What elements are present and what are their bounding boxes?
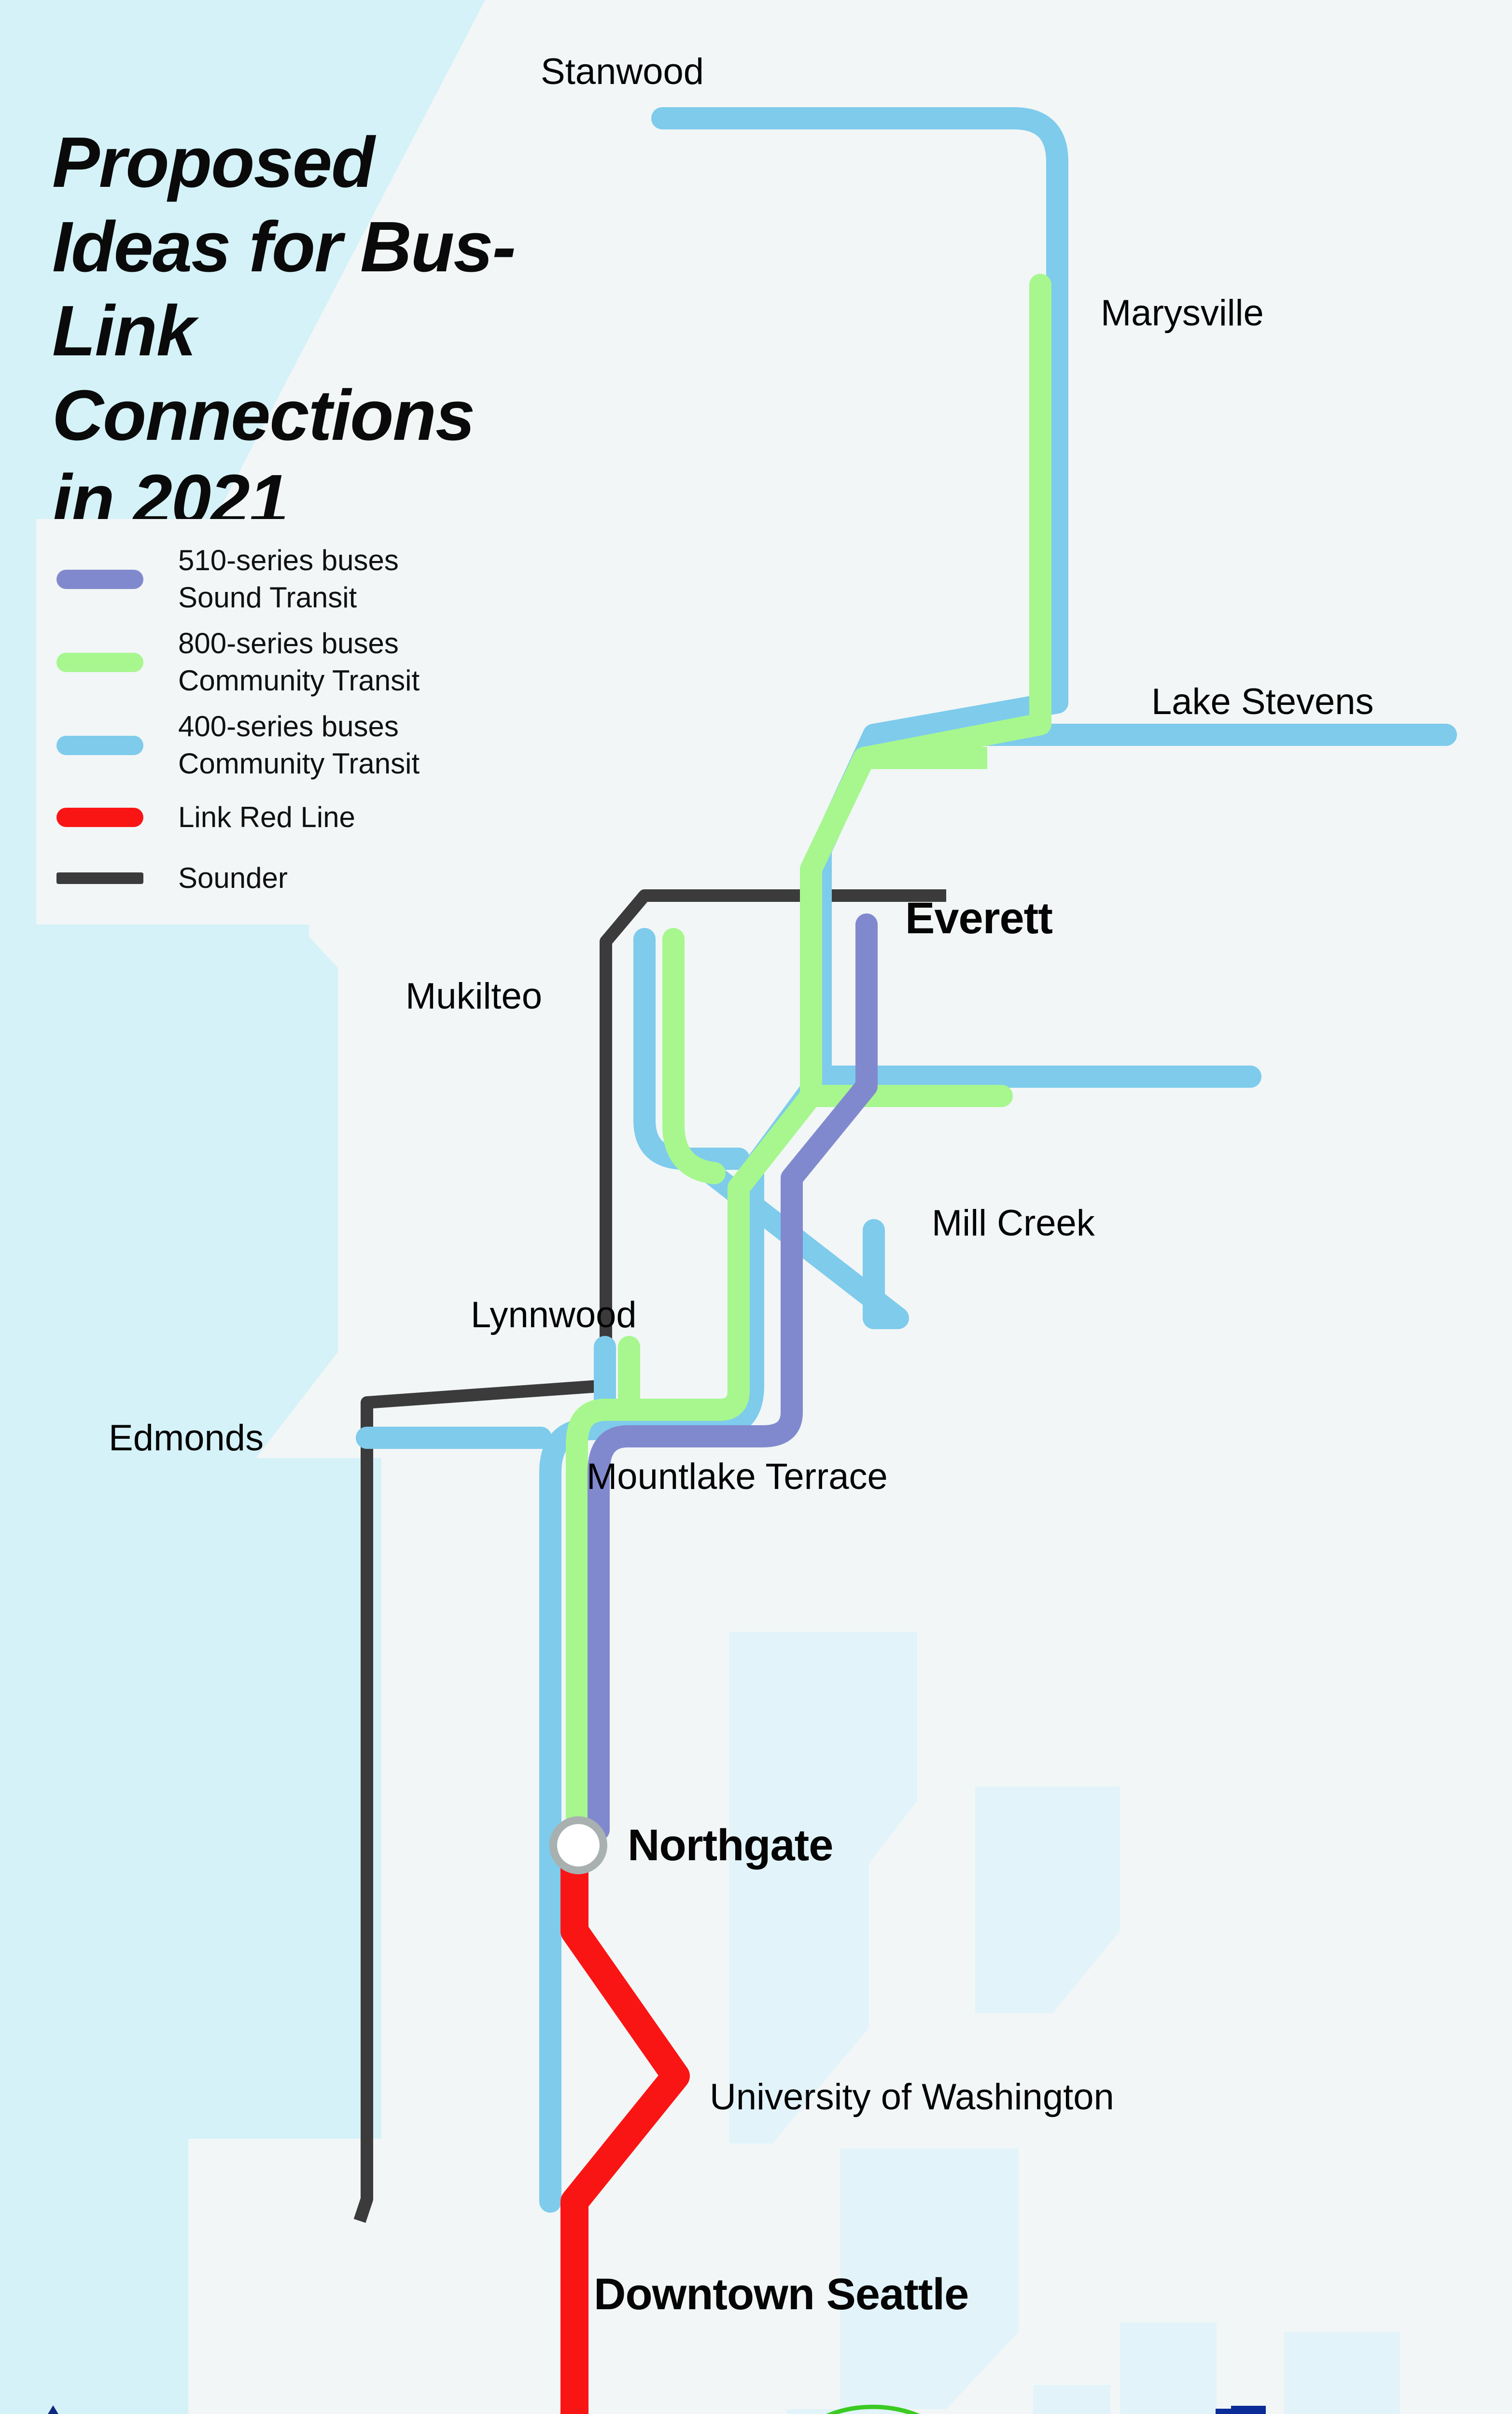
legend-item-400[interactable]: 400-series buses Community Transit	[56, 708, 420, 783]
legend-item-link[interactable]: Link Red Line	[56, 799, 355, 836]
legend-swatch-sounder	[56, 872, 143, 884]
legend-swatch-510	[56, 569, 143, 589]
community-transit-logo[interactable]: communitytransit	[792, 2395, 1168, 2414]
water-lower-lobe	[0, 2076, 145, 2414]
legend-swatch-400	[56, 735, 143, 755]
station-label-edmonds[interactable]: Edmonds	[109, 1418, 264, 1459]
legend-label-510: 510-series buses Sound Transit	[178, 544, 399, 614]
route-800-mukilteo-stub	[662, 928, 726, 1184]
station-label-mountlake-terrace[interactable]: Mountlake Terrace	[587, 1456, 888, 1497]
page-title: Proposed Ideas for Bus-Link Connections …	[52, 123, 516, 540]
route-510-main	[588, 913, 878, 1841]
north-arrow: N	[17, 2402, 89, 2414]
station-label-university-of-washington[interactable]: University of Washington	[710, 2077, 1114, 2118]
station-label-downtown-seattle[interactable]: Downtown Seattle	[594, 2270, 969, 2319]
legend-item-510[interactable]: 510-series buses Sound Transit	[56, 542, 399, 617]
legend-swatch-800	[56, 652, 143, 672]
legend-label-link: Link Red Line	[178, 801, 355, 833]
legend-swatch-link	[56, 808, 143, 828]
station-label-mill-creek[interactable]: Mill Creek	[932, 1203, 1095, 1244]
urban-area-shapes	[729, 1632, 1400, 2414]
station-label-lynnwood[interactable]: Lynnwood	[471, 1294, 637, 1335]
community-transit-swoosh-icon	[826, 2404, 920, 2414]
legend-label-800: 800-series buses Community Transit	[178, 627, 420, 697]
station-label-stanwood[interactable]: Stanwood	[541, 51, 704, 92]
station-marker-northgate[interactable]	[549, 1816, 607, 1874]
station-label-northgate[interactable]: Northgate	[628, 1821, 833, 1870]
route-800-main	[566, 274, 1051, 1846]
legend-panel: 510-series buses Sound Transit 800-serie…	[36, 519, 567, 925]
sound-transit-mark-icon	[1216, 2406, 1266, 2414]
station-label-marysville[interactable]: Marysville	[1101, 293, 1264, 334]
north-arrow-icon	[48, 2405, 58, 2414]
legend-label-400: 400-series buses Community Transit	[178, 710, 420, 780]
station-label-mukilteo[interactable]: Mukilteo	[406, 976, 542, 1017]
route-link-red-line	[560, 1852, 690, 2414]
station-label-everett[interactable]: Everett	[905, 894, 1053, 943]
legend-item-800[interactable]: 800-series buses Community Transit	[56, 625, 420, 700]
route-400-stanwood-branch	[651, 107, 1068, 714]
legend-label-sounder: Sounder	[178, 862, 288, 894]
station-label-lake-stevens[interactable]: Lake Stevens	[1151, 681, 1374, 722]
legend-item-sounder[interactable]: Sounder	[56, 860, 288, 897]
